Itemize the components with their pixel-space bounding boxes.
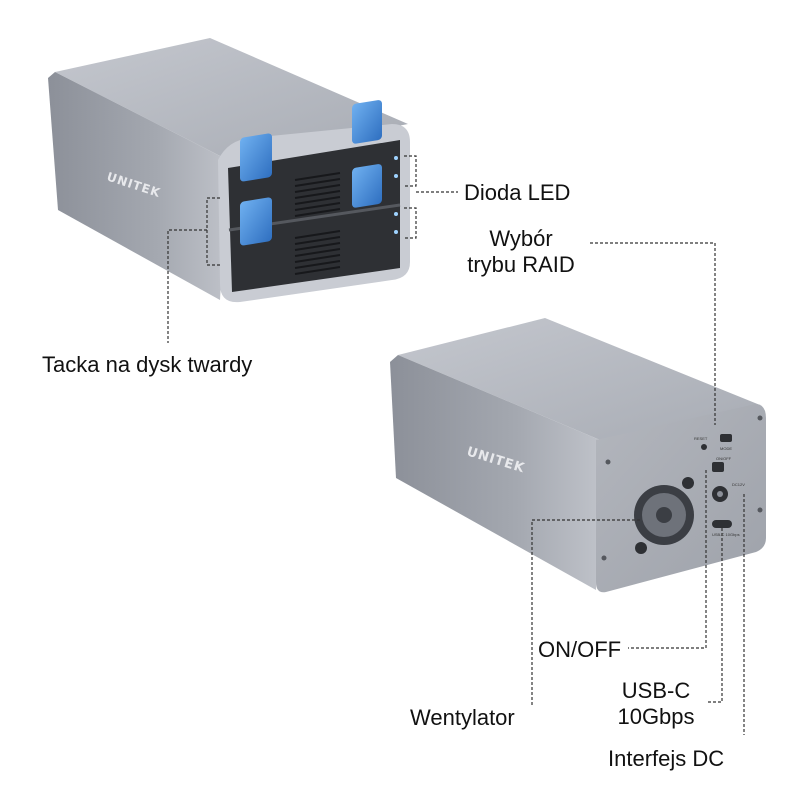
- reset-button-icon: [701, 444, 707, 450]
- label-raid-line1: Wybór: [489, 226, 553, 251]
- back-label-reset: RESET: [694, 436, 708, 441]
- label-dc: Interfejs DC: [608, 746, 725, 771]
- label-usbc-line1: USB-C: [621, 678, 691, 703]
- mode-switch-icon: [720, 434, 732, 442]
- callout-lines: [167, 155, 745, 735]
- back-label-usb: USB-C 10Gbps: [712, 532, 740, 537]
- back-label-dc: DC12V: [732, 482, 745, 487]
- label-usbc: USB-C 10Gbps: [608, 678, 704, 730]
- label-raid-line2: trybu RAID: [467, 252, 575, 277]
- label-fan: Wentylator: [410, 705, 515, 730]
- enclosure-front-view: UNITEK: [48, 38, 410, 303]
- label-usbc-line2: 10Gbps: [617, 704, 695, 729]
- usb-c-port-icon: [712, 520, 732, 528]
- power-switch-icon: [712, 462, 724, 472]
- label-raid: Wybór trybu RAID: [455, 226, 587, 278]
- label-tray: Tacka na dysk twardy: [42, 352, 253, 377]
- back-label-onoff: ON/OFF: [716, 456, 732, 461]
- label-led: Dioda LED: [464, 180, 571, 205]
- enclosure-back-view: RESET MODE ON/OFF DC12V USB-C 10Gbps UNI…: [390, 318, 766, 593]
- back-label-mode: MODE: [720, 446, 732, 451]
- label-onoff: ON/OFF: [538, 637, 622, 662]
